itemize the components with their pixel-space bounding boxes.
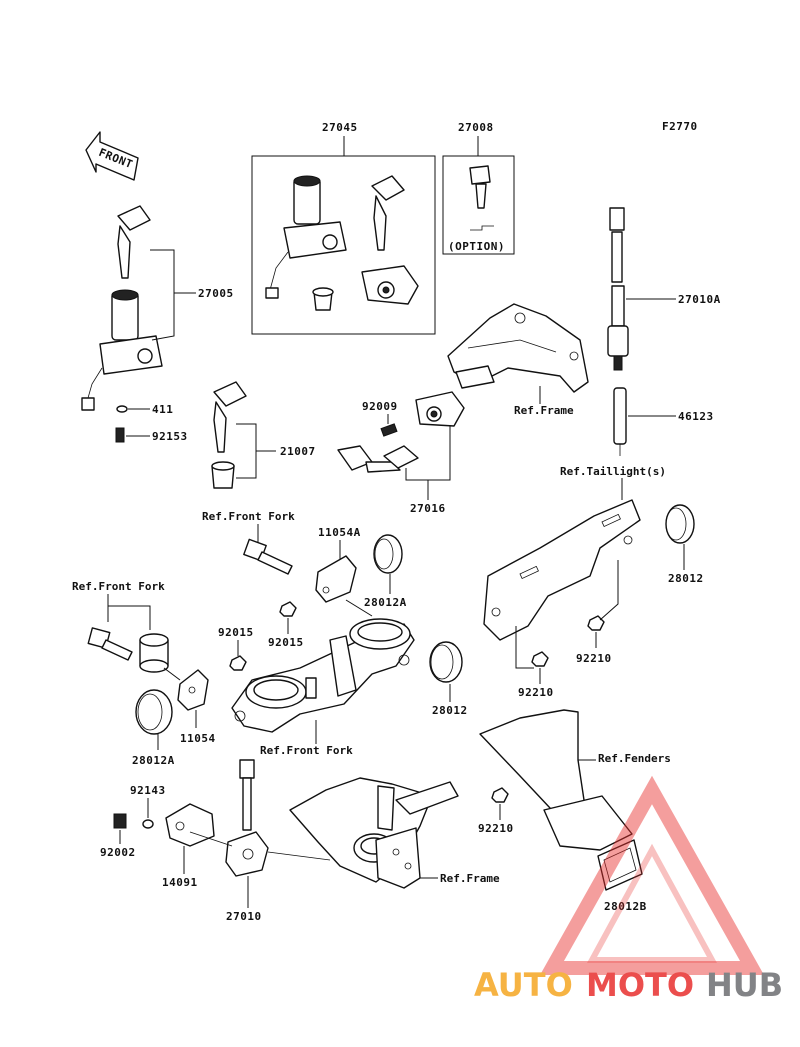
frame-head-pipe xyxy=(289,777,459,889)
label-28012A-top: 28012A xyxy=(364,596,407,609)
bolt-icon xyxy=(115,427,125,443)
label-28012B: 28012B xyxy=(604,900,647,913)
figure-code: F2770 xyxy=(662,120,698,133)
ref-front-fork-left: Ref.Front Fork xyxy=(72,580,165,593)
watermark-logo: AUTO MOTO HUB xyxy=(474,775,783,1004)
ref-frame-top: Ref.Frame xyxy=(514,404,574,417)
label-28012-mid: 28012 xyxy=(432,704,468,717)
screw-icon xyxy=(380,423,398,437)
part-27008-option: 27008 (OPTION) xyxy=(442,121,515,255)
rear-fender xyxy=(479,709,633,851)
ref-front-fork-bottom: Ref.Front Fork xyxy=(260,744,353,757)
key-icon xyxy=(371,175,405,251)
part-27005-assembly: 27005 411 92153 xyxy=(81,205,234,443)
label-27016: 27016 xyxy=(410,502,446,515)
watermark-moto: MOTO xyxy=(586,966,694,1004)
label-46123: 46123 xyxy=(678,410,714,423)
label-92002: 92002 xyxy=(100,846,136,859)
label-92009: 92009 xyxy=(362,400,398,413)
nut-icon xyxy=(491,787,509,803)
label-92143: 92143 xyxy=(130,784,166,797)
cover-icon xyxy=(165,803,215,847)
bolt-icon xyxy=(243,538,293,575)
bracket-icon xyxy=(177,669,209,711)
seat-lock-icon xyxy=(361,265,419,305)
bracket-icon xyxy=(315,555,357,603)
reflector-icon xyxy=(665,504,695,544)
reflector-icon xyxy=(135,689,173,735)
bolt-icon xyxy=(87,627,133,661)
label-11054: 11054 xyxy=(180,732,216,745)
steering-lock-icon xyxy=(225,759,269,877)
watermark-hub: HUB xyxy=(706,966,783,1004)
option-label: (OPTION) xyxy=(448,240,505,253)
part-21007: 21007 xyxy=(211,381,316,489)
collar-icon xyxy=(139,633,169,673)
front-arrow-icon: FRONT xyxy=(85,131,139,181)
seat-lock-icon xyxy=(415,391,465,427)
ref-frame-bottom: Ref.Frame xyxy=(440,872,500,885)
option-key-icon xyxy=(469,165,494,231)
ignition-switch-icon xyxy=(81,289,163,411)
bolt-icon xyxy=(113,813,127,829)
washer-icon xyxy=(116,405,128,413)
key-pair-icon xyxy=(337,445,419,473)
reflector-bracket xyxy=(483,499,641,641)
key-icon xyxy=(117,205,151,279)
label-27045: 27045 xyxy=(322,121,358,134)
label-92015-a: 92015 xyxy=(218,626,254,639)
nut-icon xyxy=(531,651,549,667)
label-92210-a: 92210 xyxy=(576,652,612,665)
key-icon xyxy=(213,381,247,453)
plug-icon xyxy=(312,287,334,311)
ref-fenders: Ref.Fenders xyxy=(598,752,671,765)
cap-icon xyxy=(211,461,235,489)
label-14091: 14091 xyxy=(162,876,198,889)
kit-box-27045 xyxy=(251,155,436,335)
warning-triangle-icon xyxy=(540,775,764,975)
kit-box-27008 xyxy=(442,155,515,255)
label-411: 411 xyxy=(152,403,173,416)
license-reflector-icon xyxy=(597,839,643,891)
reflector-icon xyxy=(373,534,403,574)
label-92015-b: 92015 xyxy=(268,636,304,649)
label-27005: 27005 xyxy=(198,287,234,300)
part-27045-set: 27045 xyxy=(251,121,436,335)
label-27010: 27010 xyxy=(226,910,262,923)
part-46123 xyxy=(613,387,627,456)
nut-icon xyxy=(229,655,247,671)
watermark-auto: AUTO xyxy=(474,966,573,1004)
label-27008: 27008 xyxy=(458,121,494,134)
label-92210-c: 92210 xyxy=(478,822,514,835)
label-28012A-left: 28012A xyxy=(132,754,175,767)
label-28012-right: 28012 xyxy=(668,572,704,585)
label-27010A: 27010A xyxy=(678,293,721,306)
frame-bracket-top xyxy=(447,303,589,393)
label-11054A: 11054A xyxy=(318,526,361,539)
nut-icon xyxy=(279,601,297,617)
connector-icon xyxy=(609,207,625,231)
label-21007: 21007 xyxy=(280,445,316,458)
ignition-switch-icon xyxy=(265,175,347,299)
label-92210-b: 92210 xyxy=(518,686,554,699)
washer-icon xyxy=(142,819,154,829)
connector-icon xyxy=(239,759,255,779)
reflector-icon xyxy=(429,641,463,683)
fork-triple-clamp xyxy=(231,618,415,733)
ref-front-fork-top: Ref.Front Fork xyxy=(202,510,295,523)
ref-taillight: Ref.Taillight(s) xyxy=(560,465,666,478)
label-92153: 92153 xyxy=(152,430,188,443)
part-27010A xyxy=(607,207,629,371)
